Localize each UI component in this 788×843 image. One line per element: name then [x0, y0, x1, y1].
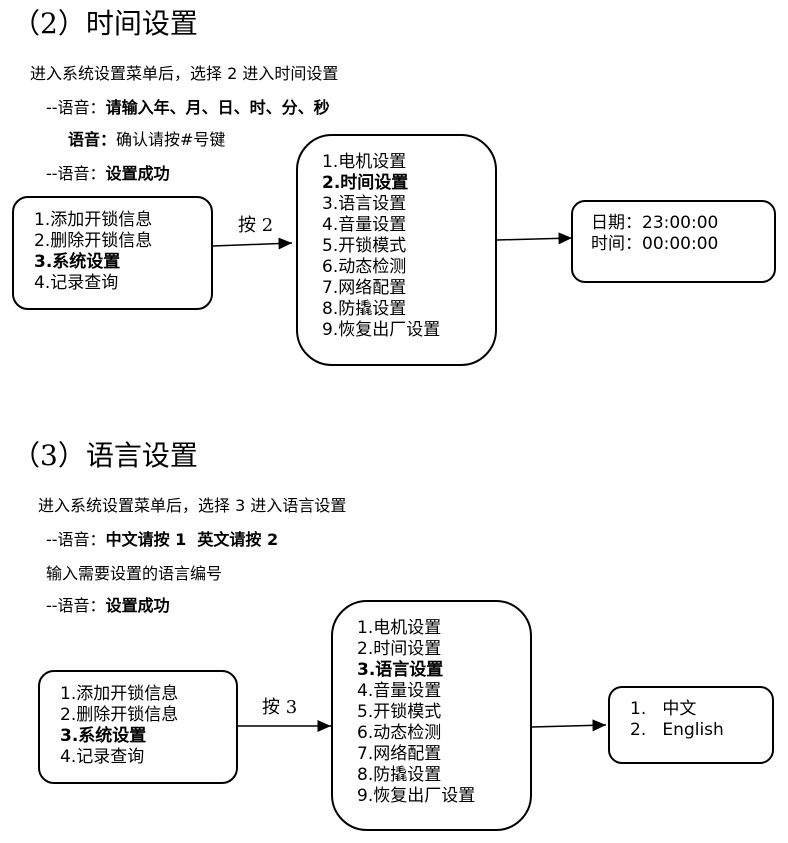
time-line: 时间：00:00:00	[591, 234, 719, 254]
menu-item: 3.语言设置	[322, 194, 407, 214]
arrow-menu-to-lang-3	[531, 719, 607, 732]
menu-item: 1.电机设置	[357, 618, 442, 638]
menu-item: 2.删除开锁信息	[34, 231, 153, 251]
menu-item: 6.动态检测	[357, 723, 442, 743]
voice-prefix: --语音：	[46, 164, 106, 183]
menu-item: 7.网络配置	[322, 278, 407, 298]
section-2-title: （2）时间设置	[12, 7, 198, 40]
menu-item: 3.语言设置	[357, 660, 444, 680]
voice-text: 设置成功	[105, 596, 170, 615]
menu-item: 6.动态检测	[322, 257, 407, 277]
menu-item: 9.恢复出厂设置	[357, 786, 476, 806]
menu-item: 1.添加开锁信息	[60, 684, 179, 704]
menu-item: 3.系统设置	[34, 252, 121, 272]
date-line: 日期：23:00:00	[591, 213, 719, 233]
menu-item: 2.时间设置	[322, 173, 409, 193]
menu-item: 5.开锁模式	[357, 702, 442, 722]
voice-prefix: --语音：	[46, 98, 106, 117]
section-2-voice-prompt: --语音：请输入年、月、日、时、分、秒	[46, 98, 330, 118]
menu-item: 1.电机设置	[322, 152, 407, 172]
section-2-voice-confirm: 语音：确认请按#号键	[68, 130, 225, 150]
language-option-english: 2. English	[630, 720, 724, 740]
menu-item: 8.防撬设置	[322, 299, 407, 319]
menu-item: 9.恢复出厂设置	[322, 320, 441, 340]
menu-item: 4.记录查询	[60, 747, 145, 767]
menu-item: 4.记录查询	[34, 273, 119, 293]
section-2-arrow-label: 按 2	[238, 215, 274, 236]
arrow-menu-to-time-2	[496, 232, 573, 245]
menu-item: 8.防撬设置	[357, 765, 442, 785]
menu-item: 5.开锁模式	[322, 236, 407, 256]
menu-item: 2.删除开锁信息	[60, 705, 179, 725]
section-3-arrow-label: 按 3	[262, 697, 298, 718]
section-3-intro: 进入系统设置菜单后，选择 3 进入语言设置	[38, 496, 347, 515]
section-3-voice-prompt: --语音：中文请按 1 英文请按 2	[46, 530, 278, 550]
language-option-chinese: 1. 中文	[630, 699, 697, 719]
section-2-voice-success: --语音：设置成功	[46, 164, 170, 184]
menu-item: 3.系统设置	[60, 726, 147, 746]
voice-prefix: --语音：	[46, 530, 106, 549]
section-3-title: （3）语言设置	[12, 439, 198, 472]
menu-item: 7.网络配置	[357, 744, 442, 764]
voice-text: 中文请按 1 英文请按 2	[105, 530, 279, 549]
voice-prefix: 语音：	[68, 130, 117, 149]
section-3-input-hint: 输入需要设置的语言编号	[46, 564, 223, 583]
menu-item: 1.添加开锁信息	[34, 210, 153, 230]
section-2-time-display-box: 日期：23:00:00 时间：00:00:00	[571, 200, 776, 283]
section-3-voice-success: --语音：设置成功	[46, 596, 170, 616]
menu-item: 4.音量设置	[357, 681, 442, 701]
section-3-language-options-box: 1. 中文 2. English	[608, 686, 774, 764]
voice-prefix: --语音：	[46, 596, 106, 615]
arrow-left-to-menu-2	[212, 237, 293, 250]
menu-item: 2.时间设置	[357, 639, 442, 659]
menu-item: 4.音量设置	[322, 215, 407, 235]
voice-text: 设置成功	[105, 164, 170, 183]
voice-text: 请输入年、月、日、时、分、秒	[105, 98, 330, 117]
voice-text: 确认请按#号键	[116, 130, 226, 149]
section-2-intro: 进入系统设置菜单后，选择 2 进入时间设置	[30, 64, 339, 83]
